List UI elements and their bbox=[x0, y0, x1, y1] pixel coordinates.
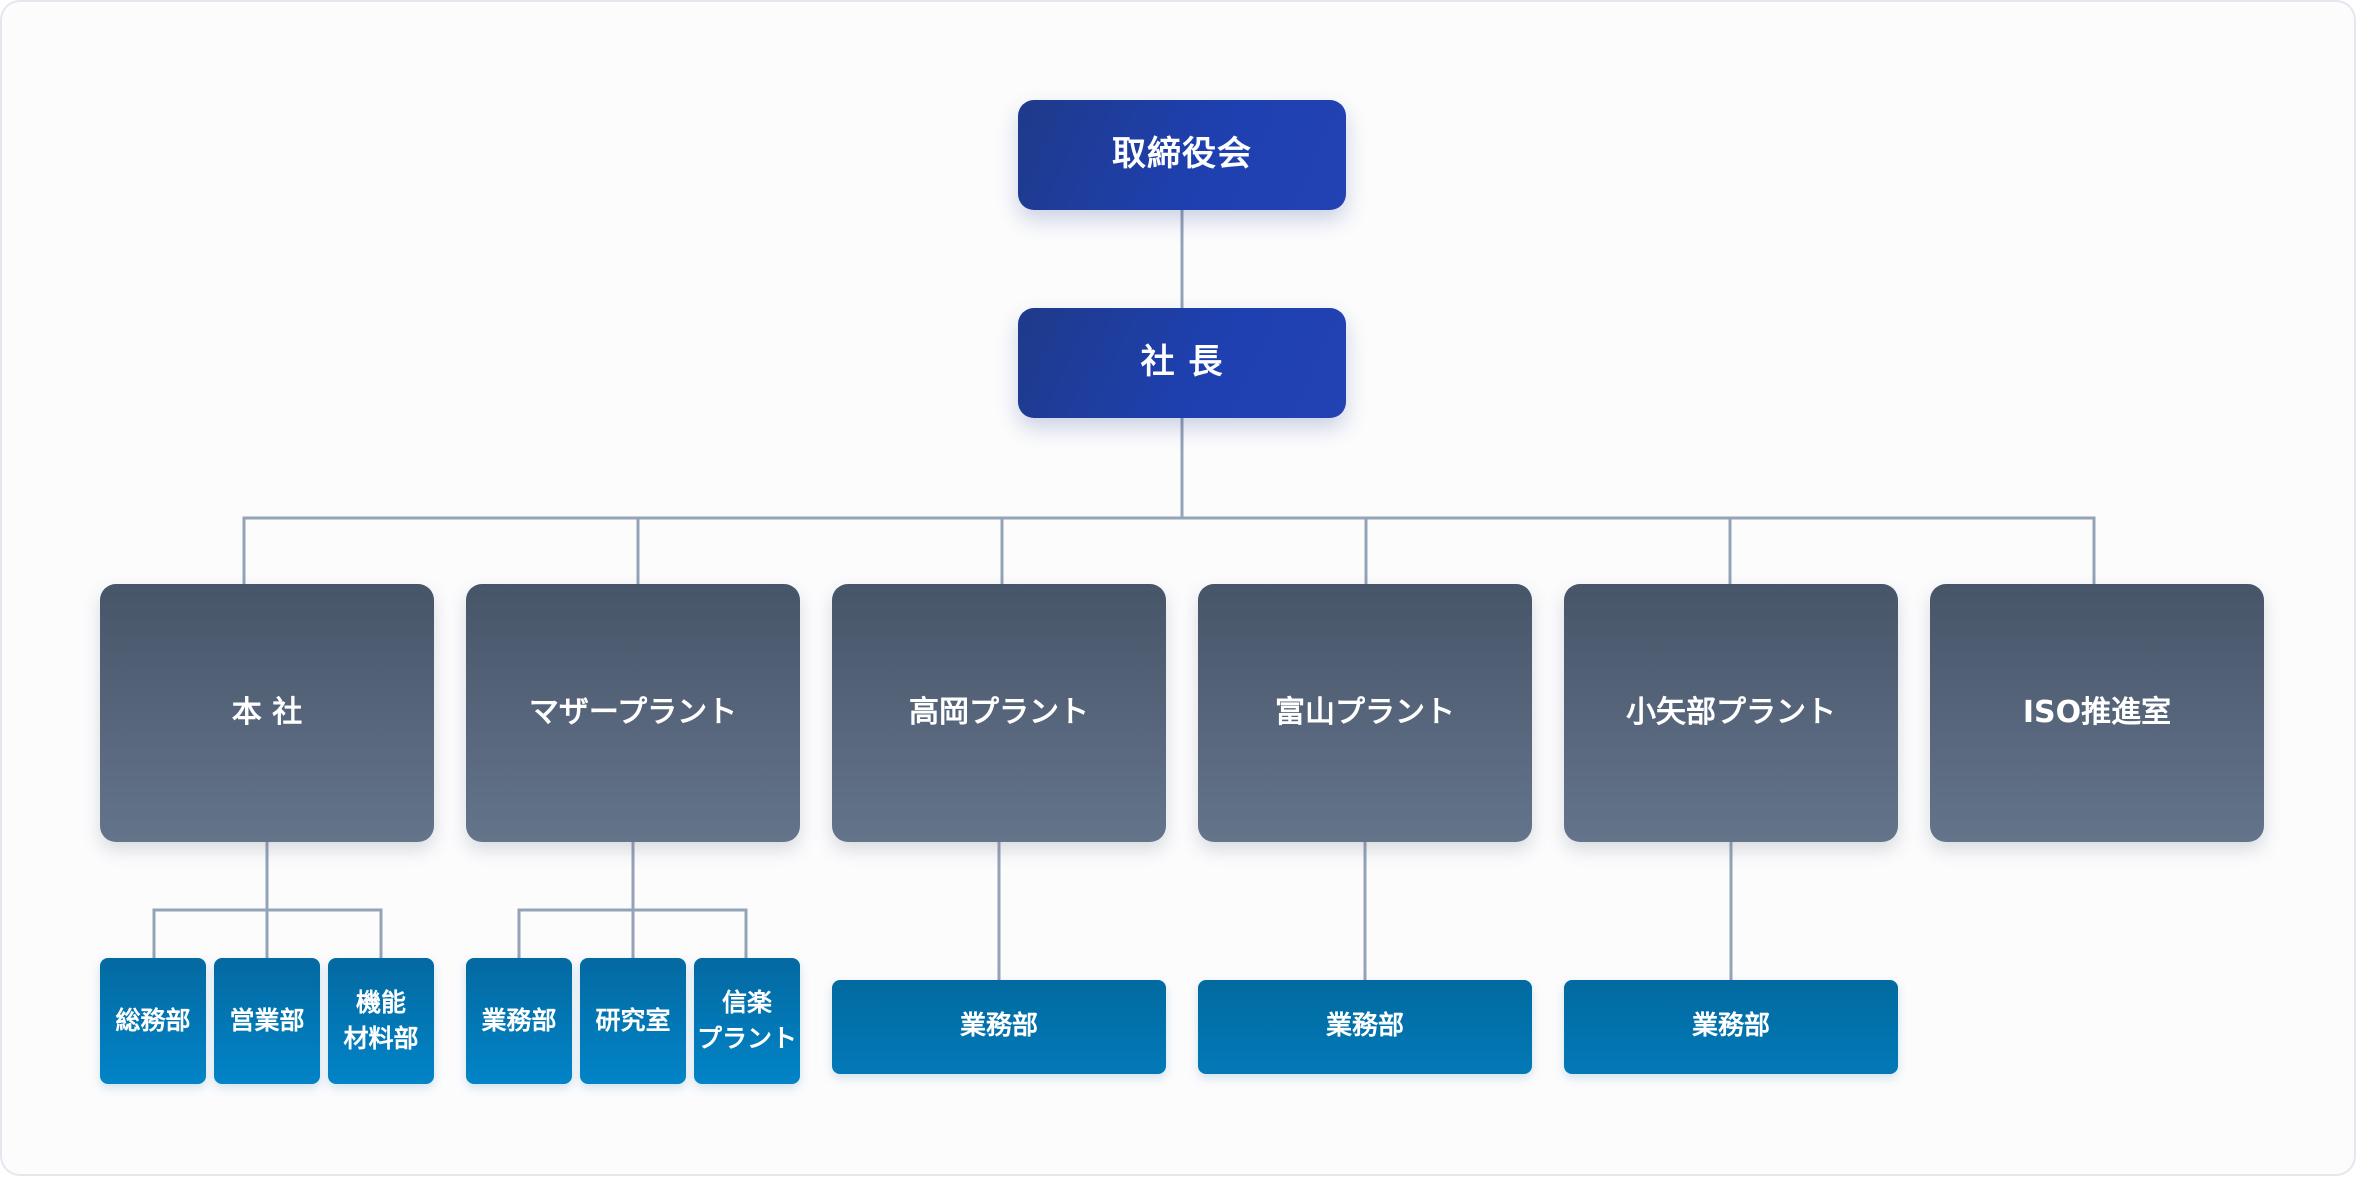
board-of-directors-box: 取締役会 bbox=[1018, 100, 1346, 210]
department-box: 営業部 bbox=[214, 958, 320, 1084]
department-box: 総務部 bbox=[100, 958, 206, 1084]
division-box-toyama-plant: 富山プラント bbox=[1198, 584, 1532, 842]
department-box: 業務部 bbox=[832, 980, 1166, 1074]
department-box: 研究室 bbox=[580, 958, 686, 1084]
division-box-oyabe-plant: 小矢部プラント bbox=[1564, 584, 1898, 842]
department-box: 信楽 プラント bbox=[694, 958, 800, 1084]
division-box-iso-office: ISO推進室 bbox=[1930, 584, 2264, 842]
department-box: 業務部 bbox=[466, 958, 572, 1084]
department-box: 業務部 bbox=[1198, 980, 1532, 1074]
department-box: 業務部 bbox=[1564, 980, 1898, 1074]
division-box-head-office: 本 社 bbox=[100, 584, 434, 842]
division-box-takaoka-plant: 高岡プラント bbox=[832, 584, 1166, 842]
department-box: 機能 材料部 bbox=[328, 958, 434, 1084]
president-box: 社 長 bbox=[1018, 308, 1346, 418]
division-box-mother-plant: マザープラント bbox=[466, 584, 800, 842]
